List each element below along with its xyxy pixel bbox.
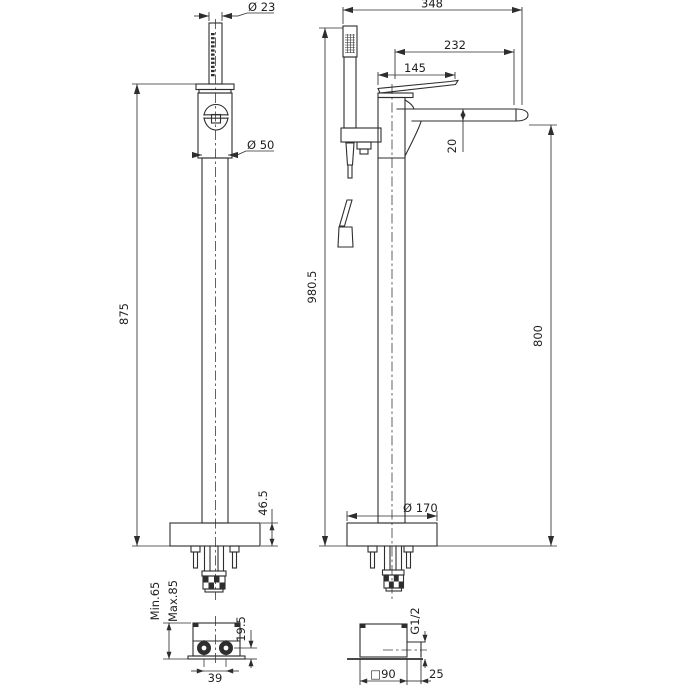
dim-label-total-height: 980.5 — [305, 271, 319, 304]
floor-box-front-detail — [187, 622, 246, 660]
fixing-bolts-front — [190, 545, 240, 569]
body-joint-detail — [203, 103, 229, 131]
fixing-bolts-side — [367, 545, 414, 569]
dim-label-max-height: Max.85 — [166, 580, 180, 622]
supply-pipes-front — [201, 545, 227, 593]
spout — [396, 99, 529, 157]
dim-label-nipple-offset: 25 — [429, 667, 444, 681]
floor-base-side — [346, 522, 438, 547]
dim-label-height-875: 875 — [117, 303, 131, 325]
dim-label-min-height: Min.65 — [148, 582, 162, 621]
dim-label-connection-spacing: 39 — [208, 671, 223, 685]
hose-segment — [338, 199, 353, 227]
dim-label-handle-length: 145 — [404, 61, 426, 75]
cartridge-cap — [377, 92, 414, 99]
floor-base-front — [169, 522, 261, 547]
dim-label-spout-reach: 232 — [444, 38, 466, 52]
dim-label-base-height: 46.5 — [256, 490, 270, 516]
lever-handle — [377, 79, 460, 94]
handshower-side — [337, 25, 382, 248]
front-view — [169, 22, 261, 593]
dim-label-thread-size: G1/2 — [408, 607, 422, 634]
box-flange — [187, 655, 246, 660]
dim-label-spout-height: 800 — [531, 325, 545, 347]
dim-label-column-diameter: Ø 50 — [247, 138, 274, 152]
hose-weight — [337, 226, 354, 248]
hose-top — [347, 164, 353, 179]
dimension-labels: Ø 23 Ø 50 875 46.5 348 232 145 20 980.5 … — [117, 0, 545, 685]
dim-label-base-diameter: Ø 170 — [403, 501, 438, 515]
rough-in-box-side — [359, 623, 408, 658]
dim-label-box-square: □90 — [370, 667, 396, 681]
supply-pipes-side — [381, 545, 405, 592]
dimensions — [132, 6, 557, 685]
side-view — [337, 25, 529, 592]
dim-label-overall-depth: 348 — [421, 0, 443, 11]
dim-label-spout-thickness: 20 — [445, 139, 459, 154]
dim-label-shower-diameter: Ø 23 — [248, 0, 275, 14]
dim-label-connection-height: 19.5 — [234, 616, 248, 642]
spray-face-side — [345, 34, 355, 53]
